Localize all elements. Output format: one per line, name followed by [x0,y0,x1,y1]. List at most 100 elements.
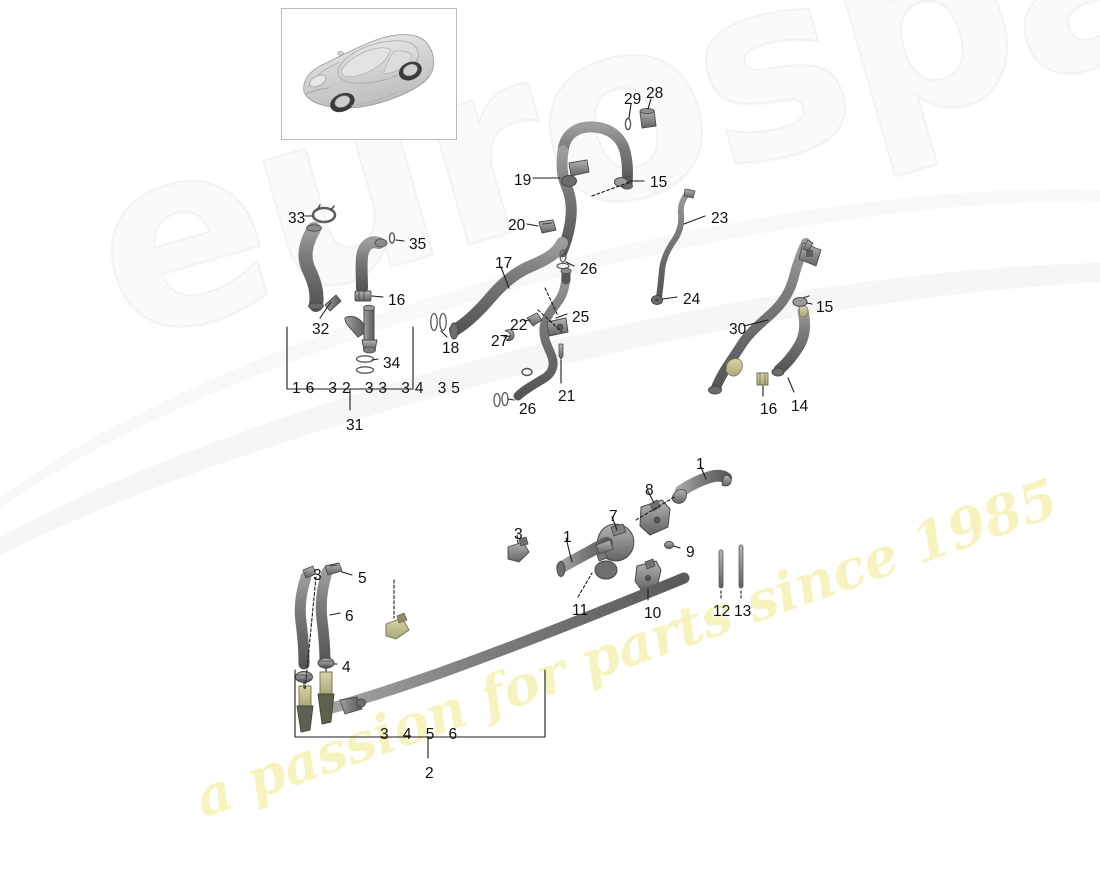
part-group-23 [651,188,696,305]
callout-31: 31 [346,417,364,434]
part-34-o-ring-a [355,355,375,363]
part-4-clamp-right [317,657,335,669]
callout-16-right: 16 [760,401,778,418]
callout-28: 28 [646,85,664,102]
car-front-intake [305,87,330,95]
part-16-clamp-left [354,290,372,302]
vehicle-thumbnail [281,8,457,140]
car-mirror [337,51,344,56]
part-26-o-ring-bot-a [493,392,501,408]
part-9-nut [664,541,674,549]
part-28-top [639,108,655,115]
hose-14-top-highlight [798,305,809,318]
part-group-31 [298,204,396,374]
leader-lines [303,98,813,691]
callout-26-top: 26 [580,261,598,278]
car-front-wheel-rim [334,95,351,108]
part-3-on-pipe [385,612,410,640]
callout-11: 11 [572,602,589,619]
hose-14-end [771,367,785,377]
line-23-top-fitting [683,188,696,199]
callout-1-right: 1 [696,456,705,473]
hose-19-lower-run [556,145,577,258]
part-27-clip [504,329,515,342]
part-group-2 [294,562,690,733]
pipe-25-run [513,267,571,401]
long-pipe-tee-port [356,698,366,708]
callout-15-top: 15 [650,174,668,191]
bracket-group-2-members: 3 4 5 6 [380,726,463,743]
hose-30-top-bracket [798,239,822,267]
callout-10: 10 [644,605,662,622]
callout-4: 4 [342,659,351,676]
callout-29: 29 [624,91,642,108]
part-26-o-ring-top-b [556,262,570,270]
part-26-o-ring-top-a [559,249,567,263]
part-29-o-ring [624,117,632,131]
part-28-rubber-mount [639,108,657,129]
hose-30-joint-highlight [725,358,743,377]
callout-3-mid: 3 [514,526,523,543]
car-side-window [383,50,412,74]
hose-19-upper-run [557,121,634,190]
part-group-30 [708,238,822,395]
hose-17-end [449,322,459,340]
pipe-1-right [675,469,732,497]
part-24-grommet [651,295,663,305]
callout-33: 33 [288,210,306,227]
part-3-fitting-right [317,671,335,725]
hose-32-main [298,222,324,312]
hose-19-tee-body [561,175,577,187]
part-group-lower-center [507,469,744,592]
callout-22: 22 [510,317,528,334]
long-pipe-run [319,572,690,716]
hose-32-top-end [306,224,322,232]
part-10-bracket [634,558,662,592]
group-bracket-lines [286,326,546,759]
callout-5: 5 [358,570,367,587]
pipe-1-left-end [556,561,566,577]
callout-13: 13 [734,603,752,620]
callout-3-left: 3 [313,567,322,584]
part-20-spring-clamp [538,219,557,234]
part-34-o-ring-b [355,366,375,374]
callout-23: 23 [711,210,729,227]
pipe-1-right-eyelet [671,488,687,504]
bracket-group-31-members: 16 32 33 34 35 [292,380,465,397]
callout-25: 25 [572,309,590,326]
callout-14: 14 [791,398,809,415]
callout-27: 27 [491,333,509,350]
part-4-clamp-left [295,671,313,683]
part-21-screw [558,343,564,360]
part-32-connector [324,294,342,312]
car-rear-wheel-rim [402,63,418,77]
part-35-o-ring [388,232,396,244]
part-12-pin [718,549,724,589]
part-3-fitting-left [296,685,314,733]
pipe-25-retainer-loop [521,367,533,377]
callout-1-left: 1 [563,529,572,546]
vehicle-illustration-svg [303,34,435,113]
car-side-sill [351,91,399,106]
callout-6: 6 [345,608,354,625]
part-group-19 [556,121,634,258]
part-8-bracket [639,499,671,536]
hose-elbow-port [374,238,388,248]
part-26-o-ring-bot-b [501,391,509,407]
line-23-run [656,189,692,300]
callout-19: 19 [514,172,532,189]
callout-16-left: 16 [388,292,406,309]
hose-30-run [711,238,811,393]
part-18-o-ring-b [439,312,447,332]
part-15-clamp-right [792,295,810,308]
part-5-clip [324,562,343,576]
hose-32-bottom-end [308,302,324,310]
callout-17: 17 [495,255,513,272]
callout-32: 32 [312,321,330,338]
callout-30: 30 [729,321,747,338]
hose-6-left [294,571,312,670]
callout-2: 2 [425,765,434,782]
pipe-1-left-collar [595,539,614,555]
callout-15-right: 15 [816,299,834,316]
